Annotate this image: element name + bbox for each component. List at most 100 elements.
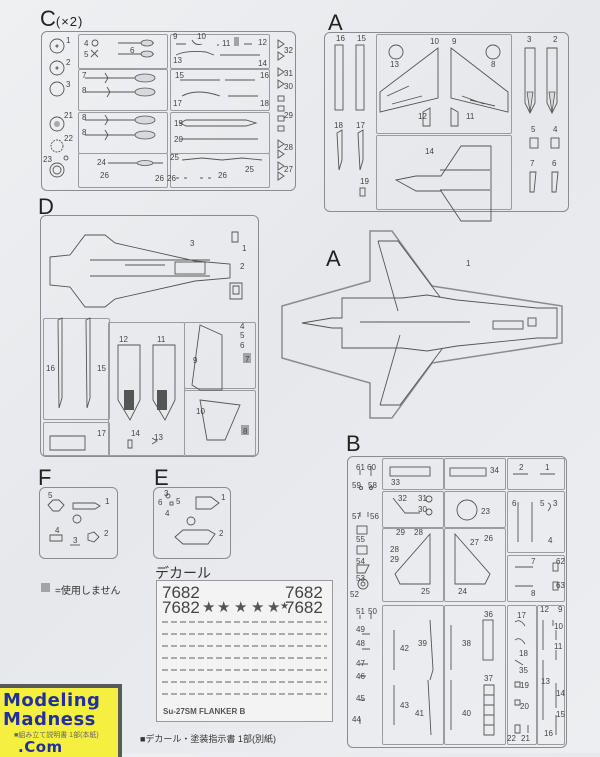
sprue-letter: C (40, 6, 56, 31)
part-number: 3 (66, 80, 71, 89)
part-number: 6 (240, 341, 245, 350)
part-number: 20 (520, 702, 529, 711)
part-number: 44 (352, 715, 361, 724)
sprue-cell (444, 528, 506, 602)
part-number: 28 (390, 545, 399, 554)
part-number: 5 (540, 499, 545, 508)
part-number: 46 (356, 672, 365, 681)
part-number: 61 (356, 463, 365, 472)
sprue-cell (78, 34, 168, 69)
star-decal: ★ (267, 599, 281, 616)
sprue-cell (382, 458, 444, 490)
logo-text: .Com (18, 738, 63, 756)
unused-part-swatch (41, 583, 50, 592)
part-number: 1 (545, 463, 550, 472)
sprue-a-frame (324, 32, 569, 212)
part-number: 4 (548, 536, 553, 545)
part-number: 1 (66, 36, 71, 45)
part-number: 55 (356, 535, 365, 544)
decal-number: 7682 (162, 598, 200, 617)
sprue-cell (78, 69, 168, 111)
star-decal: ★ (234, 599, 248, 616)
decal-stencils (162, 681, 327, 683)
sprue-c-frame (41, 31, 296, 191)
part-number: 28 (414, 528, 423, 537)
part-number: 36 (484, 610, 493, 619)
decal-sheet: 7682 7682 7682 7682 ★ ★ ★ ★ ★ ★ Su-27SM … (156, 580, 333, 722)
decal-stencils (162, 645, 327, 647)
part-number: 63 (556, 581, 565, 590)
part-number: 47 (356, 659, 365, 668)
sprue-cell (382, 528, 444, 602)
modeling-madness-logo: Modeling Madness ■組み立て説明書 1部(本紙) .Com (0, 684, 122, 757)
part-number: 11 (466, 112, 475, 121)
sprue-cell (507, 605, 537, 745)
part-number: 16 (46, 364, 55, 373)
part-number: 15 (97, 364, 106, 373)
star-decal: ★ (202, 599, 216, 616)
part-number: 1 (105, 497, 110, 506)
logo-text: Modeling (3, 690, 101, 711)
part-number: 54 (356, 557, 365, 566)
sprue-cell (444, 491, 506, 528)
part-number: 7 (531, 557, 536, 566)
logo-text: Madness (3, 709, 96, 730)
part-number: 8 (243, 427, 248, 436)
part-number: 16 (544, 729, 553, 738)
part-number: 4 (240, 322, 245, 331)
part-number: 15 (175, 71, 184, 80)
part-number: 2 (104, 529, 109, 538)
sprue-cell (170, 69, 270, 111)
part-number: 14 (425, 147, 434, 156)
part-number: 16 (336, 34, 345, 43)
part-number: 5 (48, 491, 53, 500)
part-number: 19 (360, 177, 369, 186)
part-number: 4 (553, 125, 558, 134)
part-number: 32 (398, 494, 407, 503)
part-number: 30 (418, 505, 427, 514)
part-number: 5 (84, 50, 89, 59)
part-number: 52 (350, 590, 359, 599)
part-number: 59 (352, 481, 361, 490)
sprue-e-label: E (154, 465, 169, 490)
sprue-cell (184, 390, 256, 456)
star-decal: ★ (251, 599, 265, 616)
part-number: 25 (170, 153, 179, 162)
decal-stencils (162, 693, 327, 695)
part-number: 29 (284, 111, 293, 120)
part-number: 13 (390, 60, 399, 69)
part-number: 40 (462, 709, 471, 718)
part-number: 26 (100, 171, 109, 180)
part-number: 10 (554, 622, 563, 631)
part-number: 56 (370, 512, 379, 521)
sprue-b-label: B (346, 431, 361, 456)
sprue-cell (537, 605, 565, 745)
part-number: 22 (64, 134, 73, 143)
sprue-cell (43, 318, 110, 420)
part-number: 26 (167, 174, 176, 183)
part-number: 19 (174, 119, 183, 128)
sprue-cell (170, 34, 270, 69)
part-number: 8 (82, 113, 87, 122)
part-number: 57 (352, 512, 361, 521)
part-number: 11 (222, 39, 231, 48)
part-number: 53 (356, 574, 365, 583)
part-number: 1 (466, 259, 471, 268)
part-number: 26 (218, 171, 227, 180)
star-decal: ★ (280, 601, 289, 612)
sprue-f-label: F (38, 465, 52, 490)
sprue-cell (382, 605, 444, 745)
part-number: 60 (367, 463, 376, 472)
sprue-d-label: D (38, 194, 54, 219)
part-number: 37 (484, 674, 493, 683)
part-number: 7 (82, 71, 87, 80)
part-number: 5 (240, 331, 245, 340)
sprue-c-label: C(×2) (40, 8, 83, 30)
part-number: 11 (157, 335, 166, 344)
part-number: 39 (418, 639, 427, 648)
part-number: 12 (540, 605, 549, 614)
